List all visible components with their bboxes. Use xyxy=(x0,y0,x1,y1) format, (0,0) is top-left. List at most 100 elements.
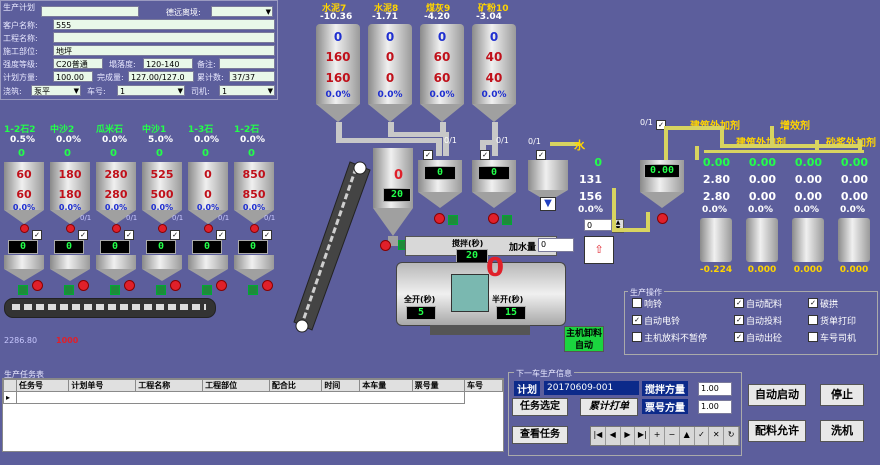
project-label: 工程名称: xyxy=(3,34,38,43)
ratio-label: 0/1 xyxy=(80,214,92,222)
admix-checkbox[interactable]: ✓ xyxy=(656,120,666,130)
water-pct: 0.0% xyxy=(578,205,603,215)
valve-indicator xyxy=(204,224,213,233)
column-header[interactable]: 车号 xyxy=(464,379,503,392)
hopper-cone xyxy=(640,192,684,208)
checkbox[interactable] xyxy=(808,315,818,325)
checkbox[interactable]: ✓ xyxy=(124,230,134,240)
checkbox[interactable]: ✓ xyxy=(808,298,818,308)
aggregate-actual: 0 xyxy=(204,188,212,201)
checkbox[interactable] xyxy=(632,332,642,342)
site-field[interactable]: 地坪 xyxy=(53,45,275,56)
column-header[interactable]: 工程名称 xyxy=(135,379,204,392)
nav-button[interactable]: ✕ xyxy=(709,427,725,445)
bin-cone xyxy=(188,210,228,224)
weigh-hopper-display: 0 xyxy=(8,240,38,254)
top-dropdown[interactable]: ▼ xyxy=(211,6,273,17)
status-indicator xyxy=(502,215,512,225)
slump-field[interactable]: 120-140 xyxy=(143,58,193,69)
column-header[interactable]: 配合比 xyxy=(268,379,323,392)
checkbox[interactable]: ✓ xyxy=(734,315,744,325)
planqty-field[interactable]: 100.00 xyxy=(53,71,93,82)
chevron-down-icon: ▼ xyxy=(267,87,273,95)
driver-select[interactable]: 1▼ xyxy=(219,85,275,96)
checkbox[interactable]: ✓ xyxy=(734,298,744,308)
driver-value: 1 xyxy=(222,87,228,96)
batching-allow-button[interactable]: 配料允许 xyxy=(748,420,806,442)
admix-pct: 0.0% xyxy=(794,205,819,215)
weigh-hopper-display: 0 xyxy=(146,240,176,254)
record-navigator: |◀◀▶▶|+−▲✓✕↻ xyxy=(590,426,740,446)
checkbox[interactable]: ✓ xyxy=(262,230,272,240)
done-field[interactable]: 127.00/127.0 xyxy=(128,71,194,82)
water-checkbox[interactable]: ✓ xyxy=(536,150,546,160)
checkbox[interactable] xyxy=(632,298,642,308)
column-header[interactable]: 本车量 xyxy=(359,379,413,392)
nav-button[interactable]: ▶ xyxy=(621,427,636,445)
pour-select[interactable]: 泵平▼ xyxy=(31,85,81,96)
view-tasks-button[interactable]: 查看任务 xyxy=(512,426,568,444)
column-header[interactable]: 计划单号 xyxy=(68,379,137,392)
customer-field[interactable]: 555 xyxy=(53,19,275,30)
stop-button[interactable]: 停止 xyxy=(820,384,864,406)
done-label: 完成量: xyxy=(97,73,124,82)
checkbox[interactable]: ✓ xyxy=(32,230,42,240)
chevron-down-icon: ▼ xyxy=(73,87,79,95)
waiting-hopper-display: 20 xyxy=(383,188,411,202)
checkbox[interactable]: ✓ xyxy=(78,230,88,240)
customer-label: 客户名称: xyxy=(3,21,38,30)
checkbox[interactable]: ✓ xyxy=(632,315,642,325)
ticket-qty-input[interactable]: 1.00 xyxy=(698,400,732,414)
aggregate-set: 0 xyxy=(204,168,212,181)
task-table[interactable]: 任务号计划单号工程名称工程部位配合比时间本车量票号量车号 ▸ xyxy=(2,378,504,452)
nav-button[interactable]: + xyxy=(650,427,665,445)
nav-button[interactable]: ✓ xyxy=(695,427,710,445)
ops-item-label: 主机放料不暂停 xyxy=(644,334,708,344)
water-add-input[interactable]: 0 xyxy=(538,238,574,252)
water-stepper[interactable]: 0 xyxy=(584,219,612,231)
bin-cone xyxy=(142,210,182,224)
checkbox[interactable]: ✓ xyxy=(216,230,226,240)
checkbox[interactable]: ✓ xyxy=(170,230,180,240)
admix-ratio: 0/1 xyxy=(640,118,653,127)
cumulative-print-button[interactable]: 累计打单 xyxy=(580,398,638,416)
checkbox[interactable] xyxy=(808,332,818,342)
silo-pct: 0.0% xyxy=(481,90,507,100)
discharge-auto-button[interactable]: 主机卸料自动 xyxy=(564,326,604,352)
stir-qty-input[interactable]: 1.00 xyxy=(698,382,732,396)
checkbox[interactable]: ✓ xyxy=(423,150,433,160)
column-header[interactable]: 票号量 xyxy=(411,379,466,392)
nav-button[interactable]: ▶| xyxy=(635,427,651,445)
project-field[interactable] xyxy=(53,32,275,43)
nav-button[interactable]: ▲ xyxy=(680,427,695,445)
cement-silo xyxy=(420,24,464,104)
table-row[interactable]: ▸ xyxy=(3,391,503,404)
column-header[interactable]: 任务号 xyxy=(15,379,70,392)
nav-button[interactable]: ◀ xyxy=(606,427,621,445)
checkbox[interactable]: ✓ xyxy=(734,332,744,342)
aggregate-pct: 0.5% xyxy=(10,135,35,145)
water-valve-icon[interactable]: ▼ xyxy=(540,197,556,211)
truck-value: 1 xyxy=(120,87,126,96)
weigh-hopper-display: 0 xyxy=(192,240,222,254)
truck-select[interactable]: 1▼ xyxy=(117,85,185,96)
auto-start-button[interactable]: 自动启动 xyxy=(748,384,806,406)
note-field[interactable] xyxy=(219,58,275,69)
plan-top-field[interactable] xyxy=(41,6,139,17)
task-select-button[interactable]: 任务选定 xyxy=(512,398,568,416)
checkbox[interactable]: ✓ xyxy=(480,150,490,160)
column-header[interactable]: 时间 xyxy=(321,379,361,392)
nav-button[interactable]: − xyxy=(665,427,680,445)
wash-button[interactable]: 洗机 xyxy=(820,420,864,442)
grade-field[interactable]: C20普通 xyxy=(53,58,103,69)
next-plan-value[interactable]: 20170609-001 xyxy=(544,381,639,395)
silo-deviation: -3.04 xyxy=(476,12,502,22)
nav-button[interactable]: ↻ xyxy=(724,427,739,445)
column-header[interactable]: 工程部位 xyxy=(202,379,270,392)
full-open-display: 5 xyxy=(406,306,436,320)
hopper-cone xyxy=(472,192,516,208)
cum-field[interactable]: 37/37 xyxy=(229,71,275,82)
ratio-label: 0/1 xyxy=(496,136,509,145)
nav-button[interactable]: |◀ xyxy=(591,427,606,445)
pipe xyxy=(664,126,724,130)
